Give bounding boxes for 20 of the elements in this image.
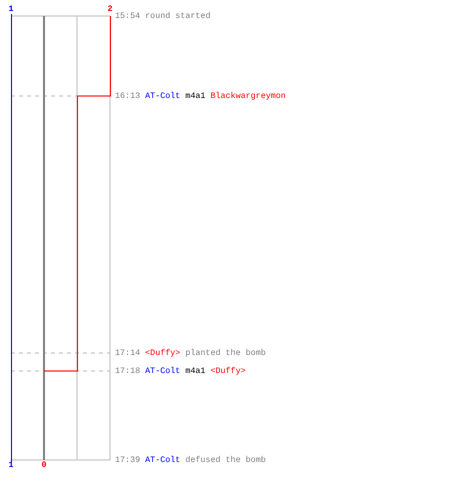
timestamp: 17:18 bbox=[115, 366, 140, 376]
timestamp: 17:14 bbox=[115, 348, 140, 358]
player-name: AT-Colt bbox=[145, 91, 180, 101]
event-text: defused the bomb bbox=[185, 455, 266, 465]
timestamp: 17:39 bbox=[115, 455, 140, 465]
event-text: planted the bomb bbox=[185, 348, 266, 358]
weapon-name: m4a1 bbox=[185, 91, 206, 101]
player-name: <Duffy> bbox=[210, 366, 246, 376]
count-number: 0 bbox=[41, 460, 47, 470]
player-name: <Duffy> bbox=[145, 348, 180, 358]
event-text: round started bbox=[145, 11, 210, 21]
count-number: 2 bbox=[107, 4, 113, 14]
timestamp: 16:13 bbox=[115, 91, 140, 101]
count-number: 1 bbox=[8, 4, 14, 14]
player-name: AT-Colt bbox=[145, 455, 180, 465]
timestamp: 15:54 bbox=[115, 11, 140, 21]
player-name: AT-Colt bbox=[145, 366, 180, 376]
count-number: 1 bbox=[8, 460, 14, 470]
weapon-name: m4a1 bbox=[185, 366, 206, 376]
player-name: Blackwargreymon bbox=[210, 91, 286, 101]
